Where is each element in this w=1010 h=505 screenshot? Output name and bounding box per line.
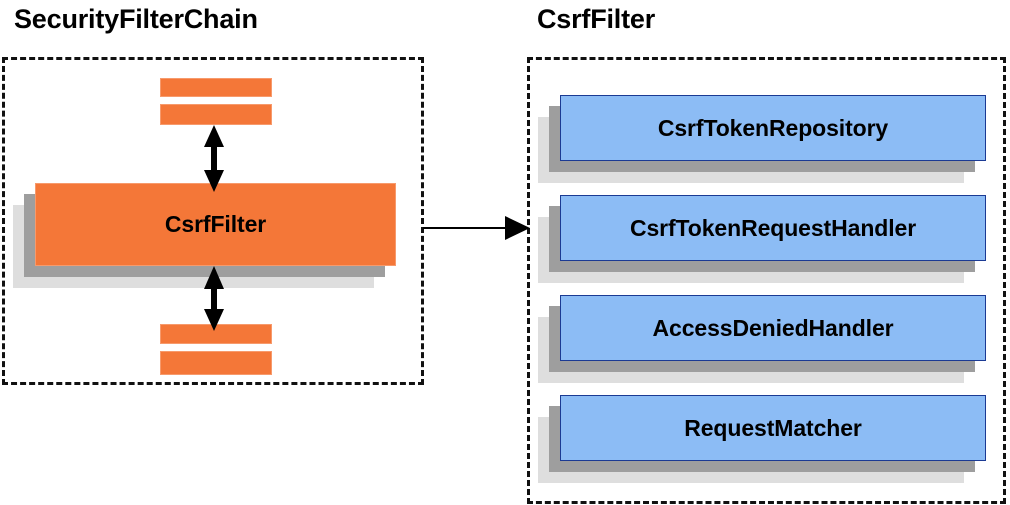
box-label-csrf-token-request-handler: CsrfTokenRequestHandler <box>629 214 917 241</box>
box-face: AccessDeniedHandler <box>560 295 986 361</box>
panel-csrf-filter <box>527 57 1006 504</box>
page-title-security-filter-chain: SecurityFilterChain <box>14 4 258 34</box>
box-face: CsrfTokenRepository <box>560 95 986 161</box>
filter-bar-upper-2 <box>160 104 272 125</box>
box-label-csrf-filter: CsrfFilter <box>164 211 267 237</box>
filter-bar-upper-1 <box>160 78 272 97</box>
page-title-csrf-filter: CsrfFilter <box>537 4 656 34</box>
box-label-csrf-token-repository: CsrfTokenRepository <box>657 114 889 141</box>
box-label-request-matcher: RequestMatcher <box>684 414 862 441</box>
filter-bar-lower-1 <box>160 324 272 344</box>
box-face: RequestMatcher <box>560 395 986 461</box>
box-csrf-token-repository[interactable]: CsrfTokenRepository <box>538 95 986 183</box>
box-csrf-filter[interactable]: CsrfFilter <box>13 183 396 288</box>
box-csrf-token-request-handler[interactable]: CsrfTokenRequestHandler <box>538 195 986 283</box>
connector-cross-panel-arrow <box>423 216 530 240</box>
box-access-denied-handler[interactable]: AccessDeniedHandler <box>538 295 986 383</box>
box-face: CsrfTokenRequestHandler <box>560 195 986 261</box>
box-label-access-denied-handler: AccessDeniedHandler <box>652 314 894 341</box>
filter-bar-lower-2 <box>160 351 272 375</box>
panel-security-filter-chain <box>2 57 424 385</box>
box-face: CsrfFilter <box>35 183 396 266</box>
box-request-matcher[interactable]: RequestMatcher <box>538 395 986 483</box>
